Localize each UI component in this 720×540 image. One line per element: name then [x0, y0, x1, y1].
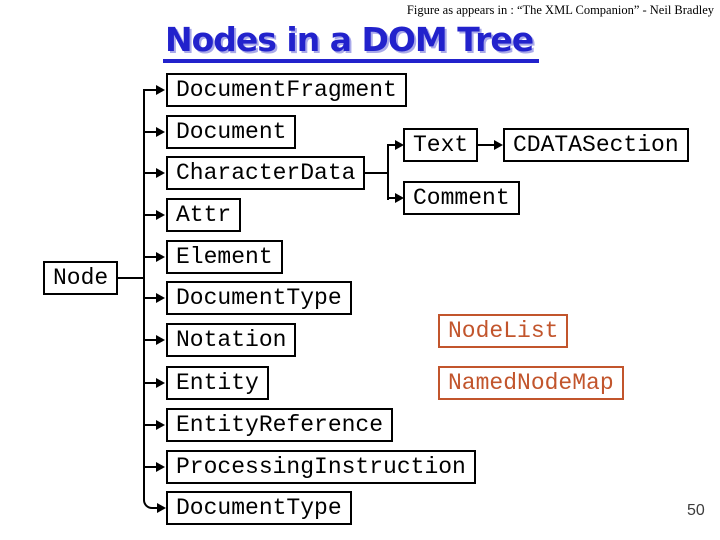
arrowhead-icon	[156, 252, 165, 262]
arrowhead-icon	[156, 378, 165, 388]
node-box-element: Element	[166, 240, 283, 274]
connector-line	[145, 131, 157, 133]
connector-line	[389, 144, 396, 146]
connector-node-to-spine	[114, 277, 145, 279]
connector-text-to-cdata	[478, 144, 495, 146]
connector-line	[145, 89, 157, 91]
node-box-attr: Attr	[166, 198, 242, 232]
attribution-text: Figure as appears in : “The XML Companio…	[406, 3, 714, 17]
node-box-root: Node	[43, 261, 119, 295]
arrowhead-icon	[156, 210, 165, 220]
connector-line	[145, 214, 157, 216]
arrowhead-icon	[156, 462, 165, 472]
arrowhead-icon	[494, 140, 503, 150]
arrowhead-icon	[395, 140, 404, 150]
connector-line	[145, 256, 157, 258]
connector-line	[145, 382, 157, 384]
node-box-entity: Entity	[166, 366, 269, 400]
arrowhead-icon	[395, 193, 404, 203]
node-box-namednodemap: NamedNodeMap	[438, 366, 624, 400]
node-box-documenttype-2: DocumentType	[166, 491, 352, 525]
arrowhead-icon	[157, 503, 166, 513]
node-box-documenttype: DocumentType	[166, 281, 352, 315]
page-title: Nodes in a DOM Tree	[163, 21, 540, 64]
node-box-processinginstruction: ProcessingInstruction	[166, 450, 476, 484]
page-number: 50	[687, 502, 705, 519]
connector-line	[389, 197, 396, 199]
node-box-comment: Comment	[403, 181, 520, 215]
node-box-document: Document	[166, 115, 297, 149]
connector-line	[145, 466, 157, 468]
arrowhead-icon	[156, 420, 165, 430]
connector-line	[145, 424, 157, 426]
node-box-notation: Notation	[166, 323, 297, 357]
node-box-entityreference: EntityReference	[166, 408, 394, 442]
node-box-nodelist: NodeList	[438, 314, 569, 348]
node-box-documentfragment: DocumentFragment	[166, 73, 407, 107]
connector-characterdata-branch	[365, 172, 388, 174]
arrowhead-icon	[156, 168, 165, 178]
connector-line	[145, 297, 157, 299]
tree-spine	[143, 89, 159, 509]
arrowhead-icon	[156, 293, 165, 303]
node-box-text: Text	[403, 128, 479, 162]
arrowhead-icon	[156, 335, 165, 345]
arrowhead-icon	[156, 85, 165, 95]
connector-branch-vertical	[387, 144, 389, 200]
arrowhead-icon	[156, 127, 165, 137]
node-box-characterdata: CharacterData	[166, 156, 366, 190]
connector-line	[145, 339, 157, 341]
node-box-cdatasection: CDATASection	[503, 128, 689, 162]
connector-line	[145, 172, 157, 174]
